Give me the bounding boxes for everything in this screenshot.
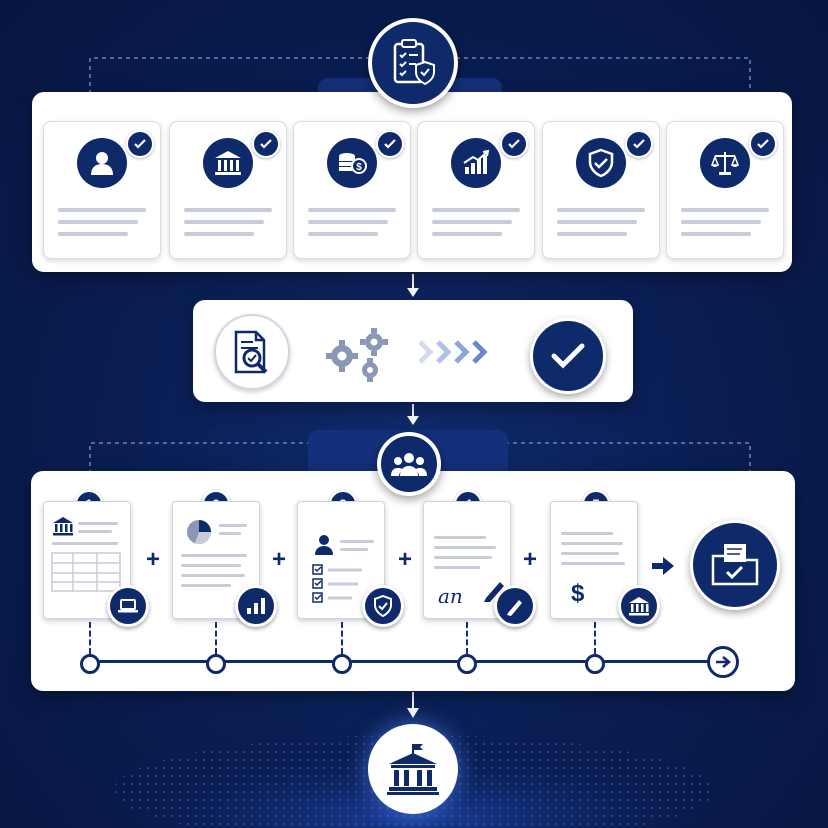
check-icon (126, 130, 154, 158)
check-circle-icon (530, 318, 606, 394)
shield-check-icon (362, 585, 404, 627)
requirement-card-growth[interactable] (417, 121, 535, 259)
folder-check-icon (690, 520, 780, 610)
step-5-document[interactable]: $ (550, 501, 638, 619)
table-grid (51, 552, 121, 592)
document-search-icon (214, 314, 290, 390)
timeline-end-arrow-icon[interactable] (707, 646, 739, 678)
laptop-icon (107, 585, 149, 627)
coins-icon: $ (327, 138, 377, 188)
plus-icon: + (398, 546, 413, 573)
requirement-card-identity[interactable] (43, 121, 161, 259)
scales-icon (700, 138, 750, 188)
bar-chart-icon (235, 585, 277, 627)
plus-icon: + (146, 546, 161, 573)
arrow-right-icon (652, 557, 674, 575)
team-icon (377, 432, 441, 496)
requirement-card-security[interactable] (542, 121, 660, 259)
gears-icon (326, 328, 388, 382)
pen-icon (494, 585, 536, 627)
timeline-connector (466, 622, 468, 654)
check-icon (749, 130, 777, 158)
requirement-card-banking[interactable] (169, 121, 287, 259)
user-icon (77, 138, 127, 188)
shield-check-icon (576, 138, 626, 188)
timeline-connector (341, 622, 343, 654)
government-building-icon (368, 724, 458, 814)
check-icon (500, 130, 528, 158)
plus-icon: + (523, 546, 538, 573)
check-icon (252, 130, 280, 158)
timeline-connector (594, 622, 596, 654)
timeline-node[interactable] (457, 654, 477, 674)
bank-icon (53, 517, 73, 536)
requirement-card-finances[interactable]: $ (293, 121, 411, 259)
clipboard-shield-icon (368, 18, 458, 108)
timeline-connector (215, 622, 217, 654)
arrows-icon (418, 340, 488, 364)
timeline-node[interactable] (80, 654, 100, 674)
growth-chart-icon (451, 138, 501, 188)
plus-icon: + (272, 546, 287, 573)
checklist (312, 564, 362, 603)
timeline-node[interactable] (206, 654, 226, 674)
timeline-connector (89, 622, 91, 654)
timeline-node[interactable] (585, 654, 605, 674)
process-panel (31, 471, 795, 691)
pie-chart-icon (187, 520, 211, 544)
user-icon (315, 535, 333, 555)
check-icon (376, 130, 404, 158)
bank-icon (203, 138, 253, 188)
check-icon (625, 130, 653, 158)
bank-icon (618, 585, 660, 627)
currency-symbol: $ (571, 580, 585, 607)
pen-icon (484, 582, 504, 602)
signature-text: an (438, 584, 463, 608)
timeline-track (88, 660, 724, 663)
svg-text:$: $ (356, 162, 362, 173)
requirement-card-legal[interactable] (666, 121, 784, 259)
timeline-node[interactable] (332, 654, 352, 674)
